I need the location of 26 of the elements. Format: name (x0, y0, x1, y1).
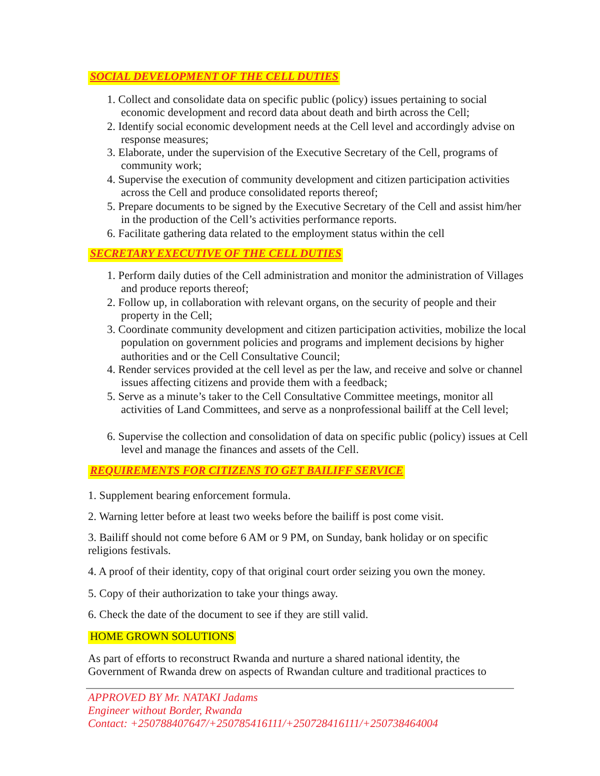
paragraph: 1. Supplement bearing enforcement formula. (88, 490, 292, 504)
footer-text: Engineer without Border, Rwanda (88, 705, 243, 718)
list-item: 2. Follow up, in collaboration with relevant organs, on the security of people and their property in the Cell; (107, 297, 498, 324)
paragraph: 6. Check the date of the document to see if they are still valid. (88, 609, 370, 622)
list-item: 2. Identify social economic development needs at the Cell level and accordingly advise on response measures; (107, 121, 516, 148)
list-item: 4. Render services provided at the cell level as per the law, and receive and solve or channel issues affecting citizens and provide them with a feedback; (107, 364, 524, 391)
paragraph: As part of efforts to reconstruct Rwanda and nurture a shared national identity, the Government of Rwanda drew on aspects of Rwandan culture and traditional practices to (88, 653, 488, 680)
list-item: 6. Facilitate gathering data related to the employment status within the cell (107, 228, 446, 242)
footer-text: APPROVED BY Mr. NATAKI Jadams (88, 692, 259, 705)
list-item: 3. Elaborate, under the supervision of the Executive Secretary of the Cell, programs of community work; (107, 147, 499, 174)
list-item: 1. Collect and consolidate data on specific public (policy) issues pertaining to social economic development and record data about death and birth across the Cell; (107, 94, 488, 121)
paragraph: 4. A proof of their identity, copy of that original court order seizing you own the money. (88, 566, 486, 580)
list-item: 5. Prepare documents to be signed by the Executive Secretary of the Cell and assist him/her in the production of the Cell’s activities performance reports. (107, 201, 522, 228)
list-item: 3. Coordinate community development and citizen participation activities, mobilize the local population on government policies and programs and implement decisions by higher authorities and or the Cell Consultative Council; (107, 324, 528, 364)
section-heading: SECRETARY EXECUTIVE OF THE CELL DUTIES (88, 248, 344, 262)
paragraph: 5. Copy of their authorization to take your things away. (88, 588, 339, 602)
section-heading: HOME GROWN SOLUTIONS (88, 631, 236, 644)
list-item: 6. Supervise the collection and consolidation of data on specific public (policy) issues at Cell level and manage the finances and assets of the Cell. (107, 431, 529, 458)
section-heading: SOCIAL DEVELOPMENT OF THE CELL DUTIES (88, 71, 340, 86)
list-item: 4. Supervise the execution of community development and citizen participation activities across the Cell and produce consolidated reports thereof; (107, 174, 510, 201)
footer-text: Contact: +250788407647/+250785416111/+250728416111/+250738464004 (88, 718, 440, 731)
paragraph: 2. Warning letter before at least two weeks before the bailiff is post come visit. (88, 511, 445, 524)
section-heading: REQUIREMENTS FOR CITIZENS TO GET BAILIFF SERVICE (88, 465, 406, 480)
paragraph: 3. Bailiff should not come before 6 AM or 9 PM, on Sunday, bank holiday or on specific religions festivals. (88, 532, 490, 559)
list-item: 1. Perform daily duties of the Cell administration and monitor the administration of Villages and produce reports thereof; (107, 270, 524, 297)
list-item: 5. Serve as a minute’s taker to the Cell Consultative Committee meetings, monitor all activities of Land Committees, and serve as a nonprofessional bailiff at the Cell level; (107, 391, 510, 418)
